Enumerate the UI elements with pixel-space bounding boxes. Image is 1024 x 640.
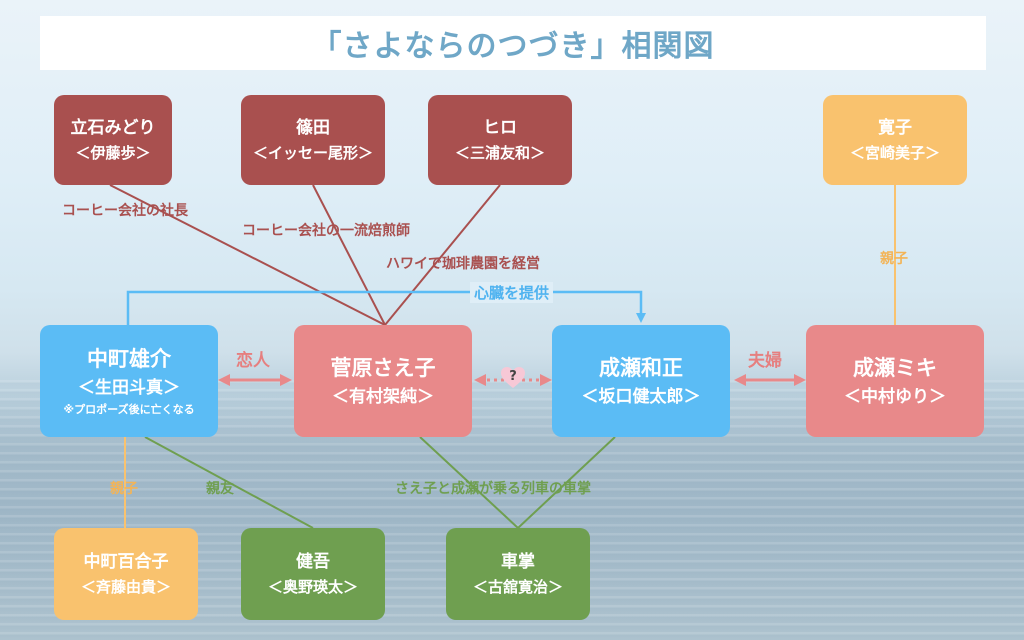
actor-name: ＜伊藤歩＞ xyxy=(75,144,151,162)
label-parent-child-left: 親子 xyxy=(110,481,138,497)
line-sae-conductor xyxy=(419,436,519,529)
character-name: 成瀬ミキ xyxy=(853,356,937,380)
character-kazumasa: 成瀬和正 ＜坂口健太郎＞ xyxy=(552,325,730,437)
actor-name: ＜中村ゆり＞ xyxy=(844,387,946,407)
page-title-text: 「さよならのつづき」相関図 xyxy=(311,29,715,64)
character-name: 菅原さえ子 xyxy=(330,356,436,380)
character-hiroko: 寛子 ＜宮崎美子＞ xyxy=(823,95,967,185)
character-name: 立石みどり xyxy=(70,118,156,138)
character-yusuke: 中町雄介 ＜生田斗真＞ ※プロポーズ後に亡くなる xyxy=(40,325,218,437)
character-name: 寛子 xyxy=(878,118,912,138)
line-kazumasa-conductor xyxy=(517,436,616,529)
line-hiro-sae xyxy=(384,184,501,326)
character-sae: 菅原さえ子 ＜有村架純＞ xyxy=(294,325,472,437)
label-best-friend: 親友 xyxy=(206,481,234,497)
character-name: 健吾 xyxy=(296,552,330,572)
label-conductor-relation: さえ子と成瀬が乗る列車の車掌 xyxy=(395,481,591,497)
actor-name: ＜生田斗真＞ xyxy=(78,378,180,398)
line-shinoda-sae xyxy=(312,184,386,326)
label-spouse: 夫婦 xyxy=(748,351,782,371)
character-yuriko: 中町百合子 ＜斉藤由貴＞ xyxy=(54,528,198,620)
actor-name: ＜奥野瑛太＞ xyxy=(267,578,358,596)
character-shinoda: 篠田 ＜イッセー尾形＞ xyxy=(241,95,385,185)
actor-name: ＜イッセー尾形＞ xyxy=(252,144,373,162)
actor-name: ＜有村架純＞ xyxy=(332,387,434,407)
character-name: 中町雄介 xyxy=(87,347,171,371)
label-coffee-president: コーヒー会社の社長 xyxy=(62,203,188,219)
character-tateishi: 立石みどり ＜伊藤歩＞ xyxy=(54,95,172,185)
label-heart-donation: 心臓を提供 xyxy=(470,282,554,303)
line-heart-donation xyxy=(126,290,646,325)
actor-name: ＜三浦友和＞ xyxy=(454,144,545,162)
character-kengo: 健吾 ＜奥野瑛太＞ xyxy=(241,528,385,620)
actor-name: ＜古舘寛治＞ xyxy=(472,578,563,596)
label-hawaii: ハワイで珈琲農園を経営 xyxy=(386,256,540,272)
character-name: 篠田 xyxy=(296,118,330,138)
heart-icon: ? xyxy=(500,365,526,391)
character-note: ※プロポーズ後に亡くなる xyxy=(63,403,195,416)
actor-name: ＜斉藤由貴＞ xyxy=(80,578,171,596)
character-name: 成瀬和正 xyxy=(599,356,683,380)
character-conductor: 車掌 ＜古舘寛治＞ xyxy=(446,528,590,620)
character-name: 中町百合子 xyxy=(83,552,169,572)
line-yusuke-kengo xyxy=(144,436,314,529)
character-miki: 成瀬ミキ ＜中村ゆり＞ xyxy=(806,325,984,437)
unknown-label: ? xyxy=(509,369,517,384)
character-name: ヒロ xyxy=(483,118,517,138)
actor-name: ＜坂口健太郎＞ xyxy=(581,387,701,407)
actor-name: ＜宮崎美子＞ xyxy=(849,144,940,162)
label-parent-child-right: 親子 xyxy=(880,251,908,267)
page-title: 「さよならのつづき」相関図 xyxy=(40,16,986,70)
character-name: 車掌 xyxy=(501,552,535,572)
label-lovers: 恋人 xyxy=(236,351,270,371)
line-tateishi-sae xyxy=(109,184,386,326)
label-coffee-roaster: コーヒー会社の一流焙煎師 xyxy=(242,223,410,239)
character-hiro: ヒロ ＜三浦友和＞ xyxy=(428,95,572,185)
